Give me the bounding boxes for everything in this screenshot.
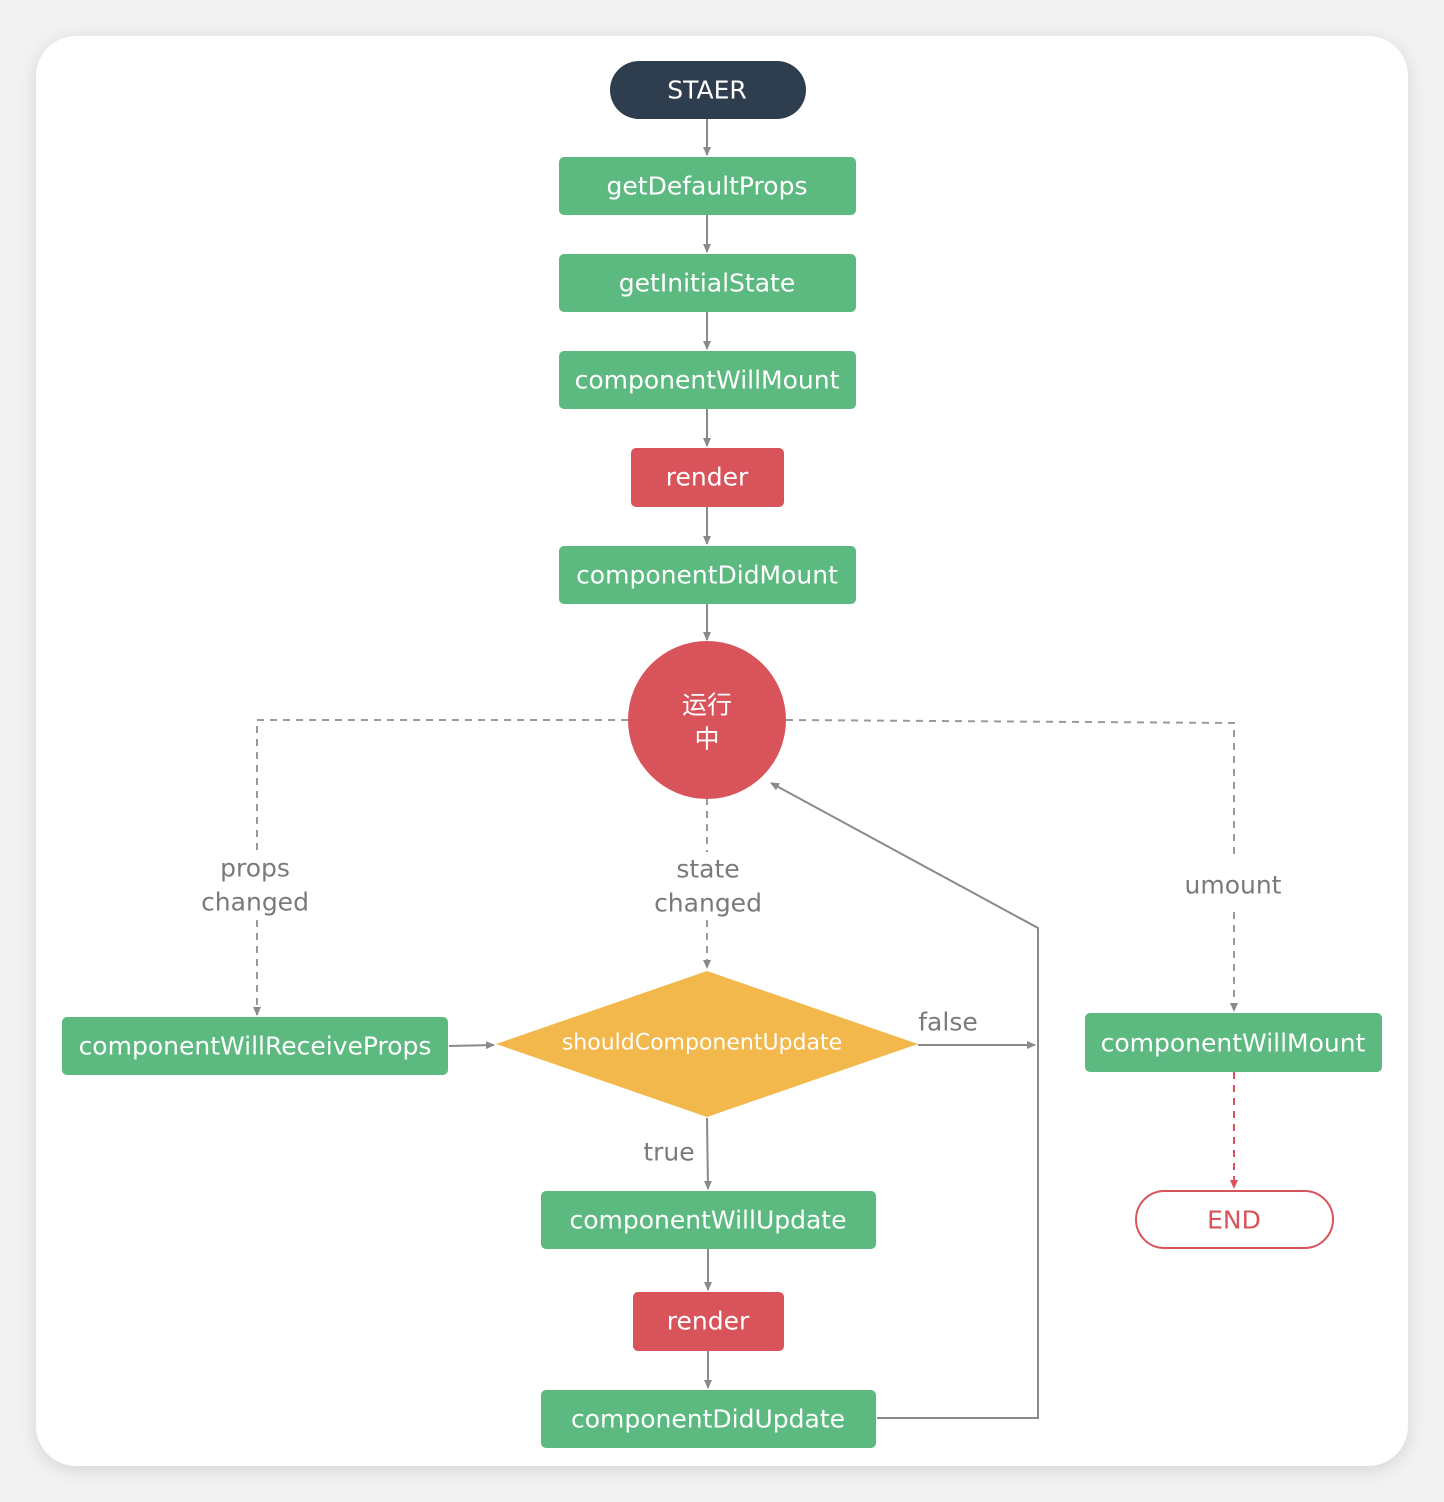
- umount-label: umount: [1185, 871, 1282, 900]
- render-2-label: render: [667, 1307, 750, 1336]
- render-1-label: render: [666, 463, 749, 492]
- false-label: false: [918, 1008, 977, 1037]
- componentwillmount-unmount-label: componentWillMount: [1101, 1029, 1366, 1058]
- start-shape: [610, 61, 806, 119]
- shouldcomponentupdate-label: shouldComponentUpdate: [562, 1031, 842, 1056]
- node-shouldcomponentupdate: shouldComponentUpdate: [496, 971, 918, 1117]
- true-label: true: [643, 1138, 694, 1167]
- end-shape: [1135, 1190, 1334, 1249]
- node-render-2: render: [633, 1292, 784, 1351]
- node-start: STAER: [610, 61, 806, 119]
- edge-willreceiveprops-to-shouldupdate: [448, 1041, 495, 1050]
- componentwillmount-label: componentWillMount: [575, 366, 840, 395]
- edge-running-to-props-changed: [256, 719, 628, 850]
- node-componentwillmount: componentWillMount: [559, 351, 856, 409]
- props-changed-label-line2: changed: [201, 888, 309, 917]
- node-componentwillreceiveprops: componentWillReceiveProps: [62, 1017, 448, 1075]
- componentdidupdate-label: componentDidUpdate: [571, 1405, 845, 1434]
- node-getinitialstate: getInitialState: [559, 254, 856, 312]
- edge-didupdate-back-to-running: [770, 782, 1039, 1419]
- edge-labels: props changed state changed umount false…: [195, 850, 1290, 1167]
- getdefaultprops-label: getDefaultProps: [607, 172, 808, 201]
- running-circle: [628, 641, 786, 799]
- node-getdefaultprops: getDefaultProps: [559, 157, 856, 215]
- componentwillreceiveprops-label: componentWillReceiveProps: [79, 1032, 432, 1061]
- state-changed-label-line1: state: [676, 855, 739, 884]
- node-componentdidmount: componentDidMount: [559, 546, 856, 604]
- running-label-line2: 中: [694, 725, 719, 754]
- start-label: STAER: [667, 76, 746, 105]
- node-componentwillupdate: componentWillUpdate: [541, 1191, 876, 1249]
- node-render-1: render: [631, 448, 784, 507]
- edge-shouldupdate-true: [703, 1117, 712, 1190]
- componentdidmount-label: componentDidMount: [576, 561, 838, 590]
- props-changed-label-line1: props: [220, 854, 290, 883]
- shouldcomponentupdate-diamond: [496, 971, 918, 1117]
- edge-running-to-umount: [785, 719, 1235, 858]
- running-label-line1: 运行: [682, 691, 732, 720]
- node-componentdidupdate: componentDidUpdate: [541, 1390, 876, 1448]
- end-label: END: [1207, 1206, 1261, 1235]
- componentwillupdate-label: componentWillUpdate: [570, 1206, 847, 1235]
- state-changed-label-line2: changed: [654, 889, 762, 918]
- edges: [253, 118, 1238, 1419]
- node-running: 运行 中: [628, 641, 786, 799]
- node-end: END: [1135, 1190, 1334, 1249]
- getinitialstate-label: getInitialState: [619, 269, 795, 298]
- node-componentwillmount-unmount: componentWillMount: [1085, 1013, 1382, 1072]
